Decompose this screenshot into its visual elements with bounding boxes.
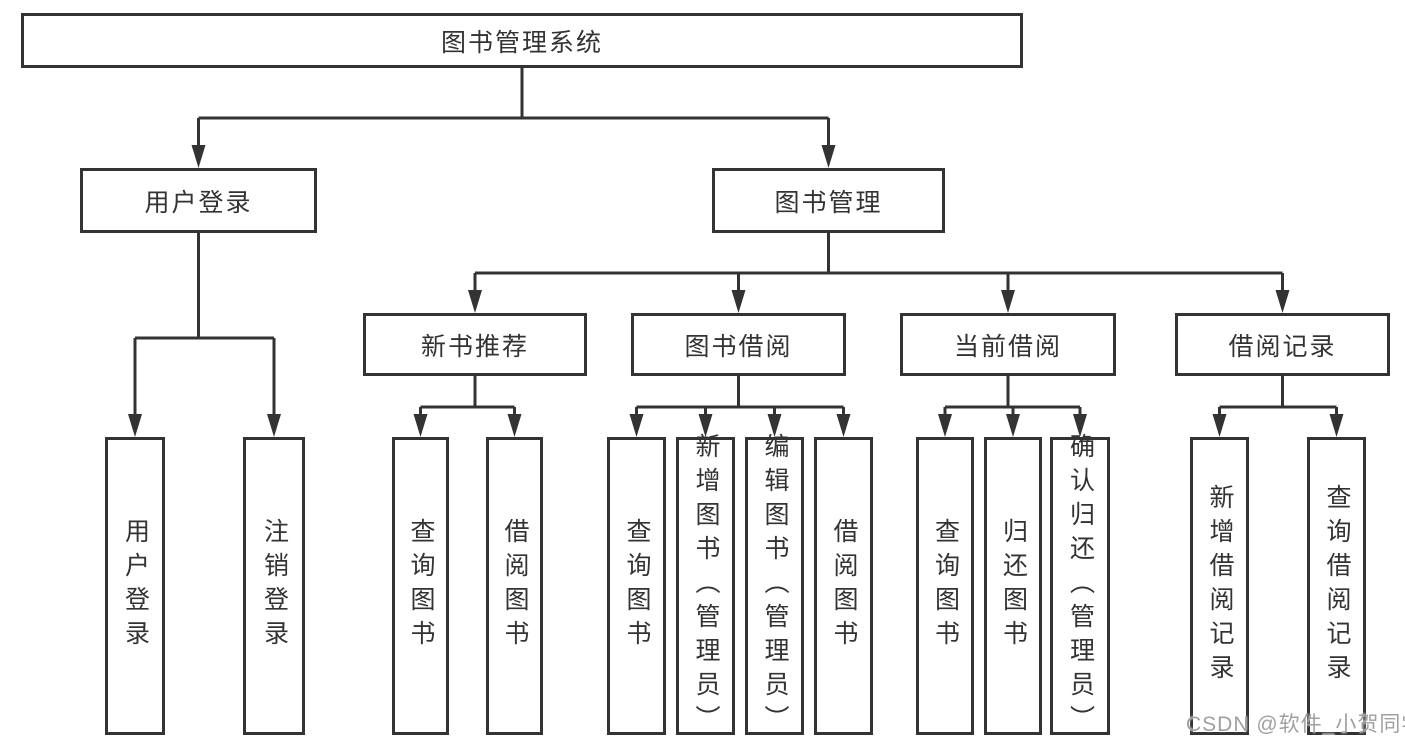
node-root-label: 图书管理系统	[440, 28, 603, 57]
leaf-newbooks-query: 查询图书	[392, 437, 449, 735]
leaf-edit-book-admin: 编辑图书（管理员）	[745, 433, 804, 739]
leaf-newbooks-query-label: 查询图书	[407, 518, 435, 654]
leaf-logout-label: 注销登录	[260, 518, 289, 654]
node-current-borrow: 当前借阅	[900, 313, 1116, 376]
leaf-user-login: 用户登录	[105, 437, 165, 735]
leaf-add-borrow-record: 新增借阅记录	[1190, 437, 1249, 735]
node-user-login-label: 用户登录	[144, 188, 253, 217]
leaf-confirm-return-admin-label: 确认归还（管理员）	[1066, 433, 1095, 739]
leaf-query-borrow-record: 查询借阅记录	[1307, 437, 1366, 735]
leaf-borrow-book: 借阅图书	[814, 437, 873, 735]
leaf-return-book-label: 归还图书	[999, 518, 1028, 654]
node-book-management: 图书管理	[712, 168, 945, 233]
leaf-add-borrow-record-label: 新增借阅记录	[1206, 484, 1234, 688]
node-root: 图书管理系统	[21, 13, 1023, 68]
node-current-borrow-label: 当前借阅	[953, 332, 1062, 361]
node-new-book-recommend: 新书推荐	[363, 313, 587, 376]
node-new-book-recommend-label: 新书推荐	[420, 332, 529, 361]
leaf-return-book: 归还图书	[984, 437, 1042, 735]
csdn-watermark: CSDN @软件_小贺同学	[1186, 713, 1405, 736]
leaf-edit-book-admin-label: 编辑图书（管理员）	[761, 433, 789, 739]
node-book-borrow-label: 图书借阅	[684, 332, 793, 361]
leaf-current-query: 查询图书	[916, 437, 974, 735]
node-book-management-label: 图书管理	[774, 188, 883, 217]
leaf-query-borrow-record-label: 查询借阅记录	[1323, 484, 1351, 688]
leaf-add-book-admin-label: 新增图书（管理员）	[692, 433, 720, 739]
node-borrow-records-label: 借阅记录	[1228, 332, 1337, 361]
leaf-user-login-label: 用户登录	[121, 518, 150, 654]
leaf-newbooks-borrow-label: 借阅图书	[501, 518, 529, 654]
node-book-borrow: 图书借阅	[631, 313, 846, 376]
leaf-newbooks-borrow: 借阅图书	[486, 437, 543, 735]
leaf-borrow-book-label: 借阅图书	[830, 518, 858, 654]
leaf-borrow-query: 查询图书	[607, 437, 666, 735]
node-borrow-records: 借阅记录	[1175, 313, 1390, 376]
leaf-logout: 注销登录	[243, 437, 305, 735]
leaf-borrow-query-label: 查询图书	[623, 518, 651, 654]
node-user-login: 用户登录	[80, 168, 317, 233]
leaf-current-query-label: 查询图书	[931, 518, 960, 654]
leaf-add-book-admin: 新增图书（管理员）	[676, 433, 735, 739]
leaf-confirm-return-admin: 确认归还（管理员）	[1050, 433, 1110, 739]
